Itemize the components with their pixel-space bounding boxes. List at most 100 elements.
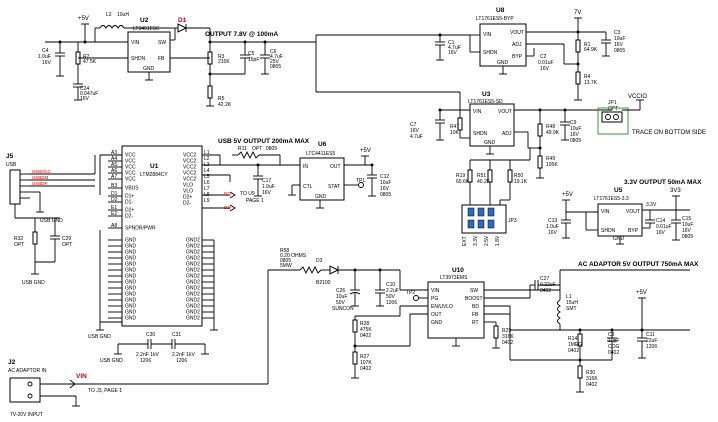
c10-ref: C10 <box>386 282 395 288</box>
r49-value: 105K <box>546 162 558 168</box>
c12-size: 0805 <box>380 192 391 198</box>
c14-value: 0.01uF <box>656 224 672 230</box>
r28-ref: R28 <box>360 321 369 327</box>
j2-section: J2 AC ADAPTOR IN 7V-20V INPUT VIN TO J3,… <box>8 270 269 418</box>
output-33v-label: 3.3V OUTPUT 50mA MAX <box>624 179 702 186</box>
r5-ref: R5 <box>218 96 225 102</box>
c31-ref: C31 <box>172 332 181 338</box>
u6-ref: U6 <box>318 141 327 148</box>
u5-pin-gnd: GND <box>613 236 625 242</box>
c4-voltage: 16V <box>42 60 52 66</box>
u5-ref: U5 <box>614 187 623 194</box>
u2-pin-vin: VIN <box>131 40 140 46</box>
u1-gnd-pin-label: GND <box>125 286 137 292</box>
u1-pin-number: B3 <box>111 183 117 189</box>
r14-ref: R14 <box>568 336 577 342</box>
u1-pin-label: SPNDR/PWR <box>125 226 156 232</box>
r5-value: 42.2K <box>218 102 232 108</box>
u1-pin-label: D2- <box>183 201 191 207</box>
u3-part: LT1761ES5-SD <box>468 99 503 105</box>
d2p-flag: D2+ <box>224 191 233 196</box>
u1-pin-label: VCC2 <box>183 165 197 171</box>
u5-section: 3.3V OUTPUT 50mA MAX +5V C13 1.0uF 16V U… <box>546 179 702 245</box>
u3-ref: U3 <box>482 91 491 98</box>
to-u9-page: PAGE 1 <box>246 198 264 204</box>
power-label: +5V <box>360 148 371 154</box>
c30-size: 1206 <box>140 358 151 364</box>
d2m-flag: D2- <box>224 205 232 210</box>
c5-value: 15pF <box>248 57 259 63</box>
u6-pin-ctl: CTL <box>303 184 313 190</box>
u3-pin-gnd: GND <box>484 140 496 146</box>
c1-value: 4.7uF <box>448 45 461 51</box>
c6-value: 4.7uF <box>270 54 283 60</box>
j2-title: AC ADAPTOR IN <box>8 368 47 374</box>
c17-ref: C17 <box>262 178 271 184</box>
u1-pin-number: D2 <box>111 197 118 203</box>
u1-left-pins: VCCA3VCCA4VCCA5VCCA6VCCA7VBUSB3D1+D1D1-D… <box>108 150 156 232</box>
u3-pin-vin: VIN <box>473 109 482 115</box>
r58-power: 5MW <box>280 263 292 269</box>
usbvcc-net: USBVCC <box>32 169 52 174</box>
u10-pin-pg: PG <box>431 296 438 302</box>
u1-gnd-pin-label: GND <box>125 256 137 262</box>
u5-chip <box>597 203 643 237</box>
c2-value: 0.01uF <box>538 60 554 66</box>
output-78v: OUTPUT 7.8V @ 100mA <box>205 31 278 38</box>
r11-size: 0805 <box>266 146 277 152</box>
u1-gnd2-pin-label: GND2 <box>186 286 200 292</box>
c9-size: 0805 <box>570 138 581 144</box>
u1-gnd-pin-label: GND <box>125 292 137 298</box>
c31-size: 1206 <box>176 358 187 364</box>
u2-ref: U2 <box>140 17 149 24</box>
r29-value: 316K <box>502 334 514 340</box>
tp1-testpoint[interactable] <box>358 182 364 188</box>
u1-pin-label: VLO <box>183 183 193 189</box>
c7-value: 4.7uF <box>410 134 423 140</box>
ac-output-label: AC ADAPTOR 5V OUTPUT 750mA MAX <box>578 261 699 268</box>
tp2-testpoint[interactable] <box>413 295 419 301</box>
c29-ref: C29 <box>62 236 71 242</box>
u6-pin-stat: STAT <box>328 184 340 190</box>
u1-pin-number: D1 <box>111 191 118 197</box>
u10-pin-vin: VIN <box>431 288 440 294</box>
c12-value: 10uF <box>380 180 391 186</box>
u1-gnd2-pin-label: GND2 <box>186 268 200 274</box>
c26-ref: C26 <box>336 288 345 294</box>
r30-ref: R30 <box>586 370 595 376</box>
c8-size: 0402 <box>608 350 619 356</box>
c4-value: 1.0uF <box>38 54 51 60</box>
r29-size: 0402 <box>502 340 513 346</box>
u1-gnd2-pin-label: GND2 <box>186 256 200 262</box>
c8-dielectric: COG <box>608 344 620 350</box>
u1-pin-label: VCC <box>125 153 136 159</box>
usb-gnd-label: USB GND <box>88 334 111 340</box>
c6-ref: C6 <box>270 49 277 55</box>
c24-value: 0.047uF <box>80 91 98 97</box>
u1-ref: U1 <box>150 163 159 170</box>
u1-pin-label: D1+ <box>125 194 134 200</box>
r1-value: 64.9K <box>584 47 598 53</box>
u1-pin-number: L7 <box>204 186 210 192</box>
r50-ref: R50 <box>514 173 523 179</box>
jp1-opt: OPT <box>608 106 618 112</box>
c26-brand: SUNCON <box>332 306 354 312</box>
j5-usb-section: J5 USB USBVCC USBDM USBDP USB GND R32 OP… <box>6 153 96 286</box>
jp1-jumper[interactable] <box>601 111 623 123</box>
usbdm-net: USBDM <box>32 175 49 180</box>
u1-pin-number: A6 <box>111 168 117 174</box>
u1-pin-label: D2+ <box>125 208 134 214</box>
r32-value: OPT <box>14 242 24 248</box>
u5-pin-shdn: SHDN <box>601 228 616 234</box>
c9-value: 10uF <box>570 126 581 132</box>
c24-ref: C24 <box>80 86 89 92</box>
r29-ref: R29 <box>502 328 511 334</box>
c10-value: 2.2uF <box>386 288 399 294</box>
u5-pin-vin: VIN <box>601 209 610 215</box>
power-label: +5V <box>636 290 647 296</box>
r27-ref: R27 <box>360 354 369 360</box>
u1-gnd2-pin-label: GND2 <box>186 292 200 298</box>
c14-ref: C14 <box>656 218 665 224</box>
c10-size: 1206 <box>386 300 397 306</box>
r3-ref: R3 <box>218 54 225 60</box>
